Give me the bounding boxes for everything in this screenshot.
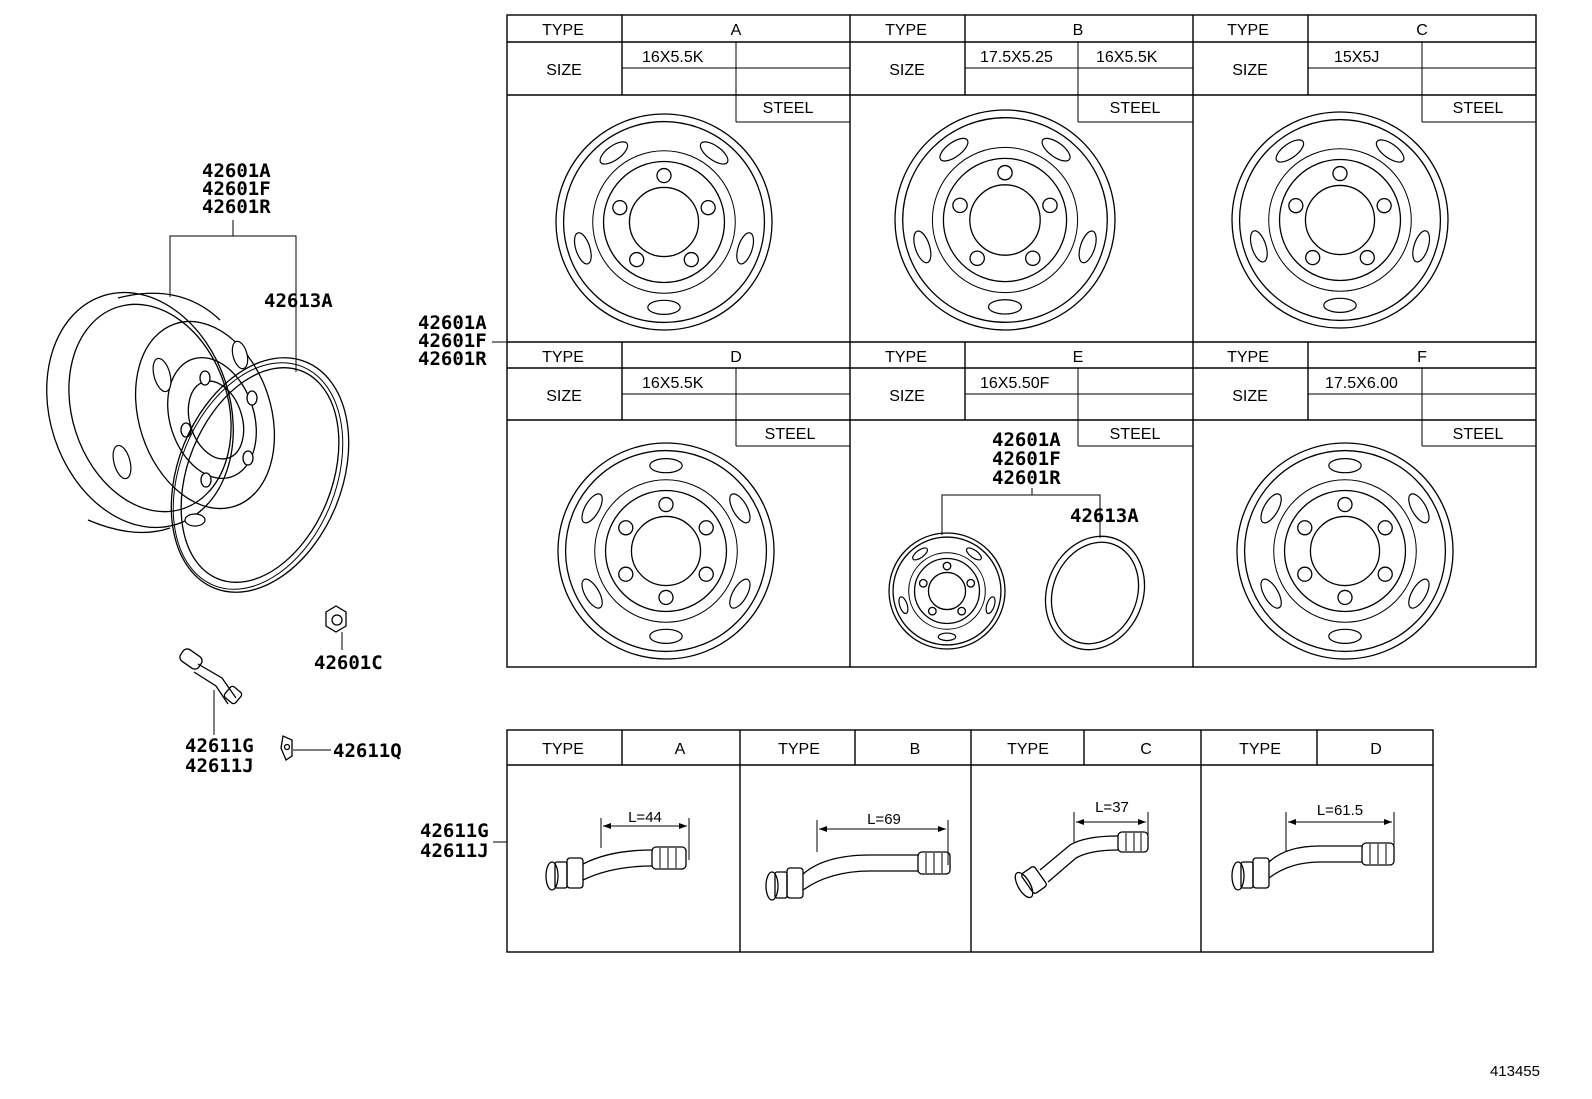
wheel-type-table: 42601A 42601F 42601R [418, 14, 1537, 668]
valve-c-length: L=37 [1095, 799, 1129, 816]
type-d-letter: D [730, 349, 742, 366]
type-b-size-1: 17.5X5.25 [980, 49, 1053, 66]
valve-a-letter: A [675, 741, 686, 758]
wheel-type-d-drawing [557, 442, 775, 660]
type-b-material: STEEL [1110, 100, 1161, 117]
type-c-size-header: SIZE [1232, 62, 1268, 79]
table-wheel-label-2[interactable]: 42601F [418, 330, 487, 352]
valve-label-1[interactable]: 42611G [185, 735, 254, 757]
type-d-size-1: 16X5.5K [642, 375, 704, 392]
wheel-type-c-drawing [1231, 111, 1449, 329]
type-d-size-header: SIZE [546, 388, 582, 405]
type-a-size-1: 16X5.5K [642, 49, 704, 66]
table-wheel-label-3[interactable]: 42601R [418, 348, 487, 370]
type-f-letter: F [1417, 349, 1427, 366]
rim-label[interactable]: 42613A [264, 290, 333, 312]
type-f-header: TYPE [1227, 349, 1269, 366]
type-f-size-1: 17.5X6.00 [1325, 375, 1398, 392]
type-b-size-header: SIZE [889, 62, 925, 79]
type-e-letter: E [1073, 349, 1084, 366]
type-e-ring-drawing [1044, 535, 1146, 651]
table-valve-label-2[interactable]: 42611J [420, 840, 489, 862]
type-e-wheel-label-1[interactable]: 42601A [992, 429, 1061, 451]
type-b-size-2: 16X5.5K [1096, 49, 1158, 66]
clip-label[interactable]: 42611Q [333, 740, 402, 762]
exploded-view: 42601A 42601F 42601R 42613A [46, 160, 402, 777]
valve-type-d-drawing: L=61.5 [1231, 802, 1395, 891]
type-e-material: STEEL [1110, 426, 1161, 443]
type-d-material: STEEL [765, 426, 816, 443]
type-e-size-header: SIZE [889, 388, 925, 405]
valve-type-table: 42611G 42611J TYPE A TYPE B TYPE C TYPE … [420, 729, 1434, 953]
type-b-header: TYPE [885, 22, 927, 39]
wheel-type-f-drawing [1236, 442, 1454, 660]
type-c-header: TYPE [1227, 22, 1269, 39]
type-e-rim-label[interactable]: 42613A [1070, 505, 1139, 527]
valve-stem-drawing [179, 648, 243, 735]
type-e-header: TYPE [885, 349, 927, 366]
type-e-leader-line [941, 494, 1101, 538]
type-c-size-1: 15X5J [1334, 49, 1379, 66]
wheel-type-b-drawing [894, 109, 1116, 331]
figure-id: 413455 [1490, 1063, 1540, 1080]
nut-label[interactable]: 42601C [314, 652, 383, 674]
nut-drawing [325, 605, 347, 650]
wheel-type-a-drawing [555, 113, 773, 331]
valve-label-2[interactable]: 42611J [185, 755, 254, 777]
table-wheel-label-1[interactable]: 42601A [418, 312, 487, 334]
type-a-letter: A [731, 22, 742, 39]
type-d-header: TYPE [542, 349, 584, 366]
wheel-type-e-drawing [888, 532, 1006, 650]
wheel-label-2[interactable]: 42601F [202, 178, 271, 200]
valve-b-length: L=69 [867, 811, 901, 828]
valve-type-b-drawing: L=69 [765, 811, 951, 901]
side-ring-drawing [170, 357, 350, 593]
valve-a-length: L=44 [628, 809, 662, 826]
valve-type-c-drawing: L=37 [1014, 799, 1149, 899]
valve-b-letter: B [910, 741, 921, 758]
valve-d-letter: D [1370, 741, 1382, 758]
valve-c-header: TYPE [1007, 741, 1049, 758]
type-a-material: STEEL [763, 100, 814, 117]
type-c-material: STEEL [1453, 100, 1504, 117]
type-e-wheel-label-2[interactable]: 42601F [992, 448, 1061, 470]
valve-d-length: L=61.5 [1317, 802, 1363, 819]
valve-type-a-drawing: L=44 [545, 809, 690, 891]
valve-b-header: TYPE [778, 741, 820, 758]
wheel-label-3[interactable]: 42601R [202, 196, 271, 218]
wheel-disc-drawing [46, 291, 276, 534]
valve-a-header: TYPE [542, 741, 584, 758]
table-valve-label-1[interactable]: 42611G [420, 820, 489, 842]
valve-d-header: TYPE [1239, 741, 1281, 758]
type-e-wheel-label-3[interactable]: 42601R [992, 467, 1061, 489]
valve-c-letter: C [1140, 741, 1152, 758]
type-f-size-header: SIZE [1232, 388, 1268, 405]
type-b-letter: B [1073, 22, 1084, 39]
type-e-size-1: 16X5.50F [980, 375, 1050, 392]
wheel-label-1[interactable]: 42601A [202, 160, 271, 182]
type-c-letter: C [1416, 22, 1428, 39]
clip-drawing [280, 735, 331, 761]
type-a-header: TYPE [542, 22, 584, 39]
type-a-size-header: SIZE [546, 62, 582, 79]
type-f-material: STEEL [1453, 426, 1504, 443]
